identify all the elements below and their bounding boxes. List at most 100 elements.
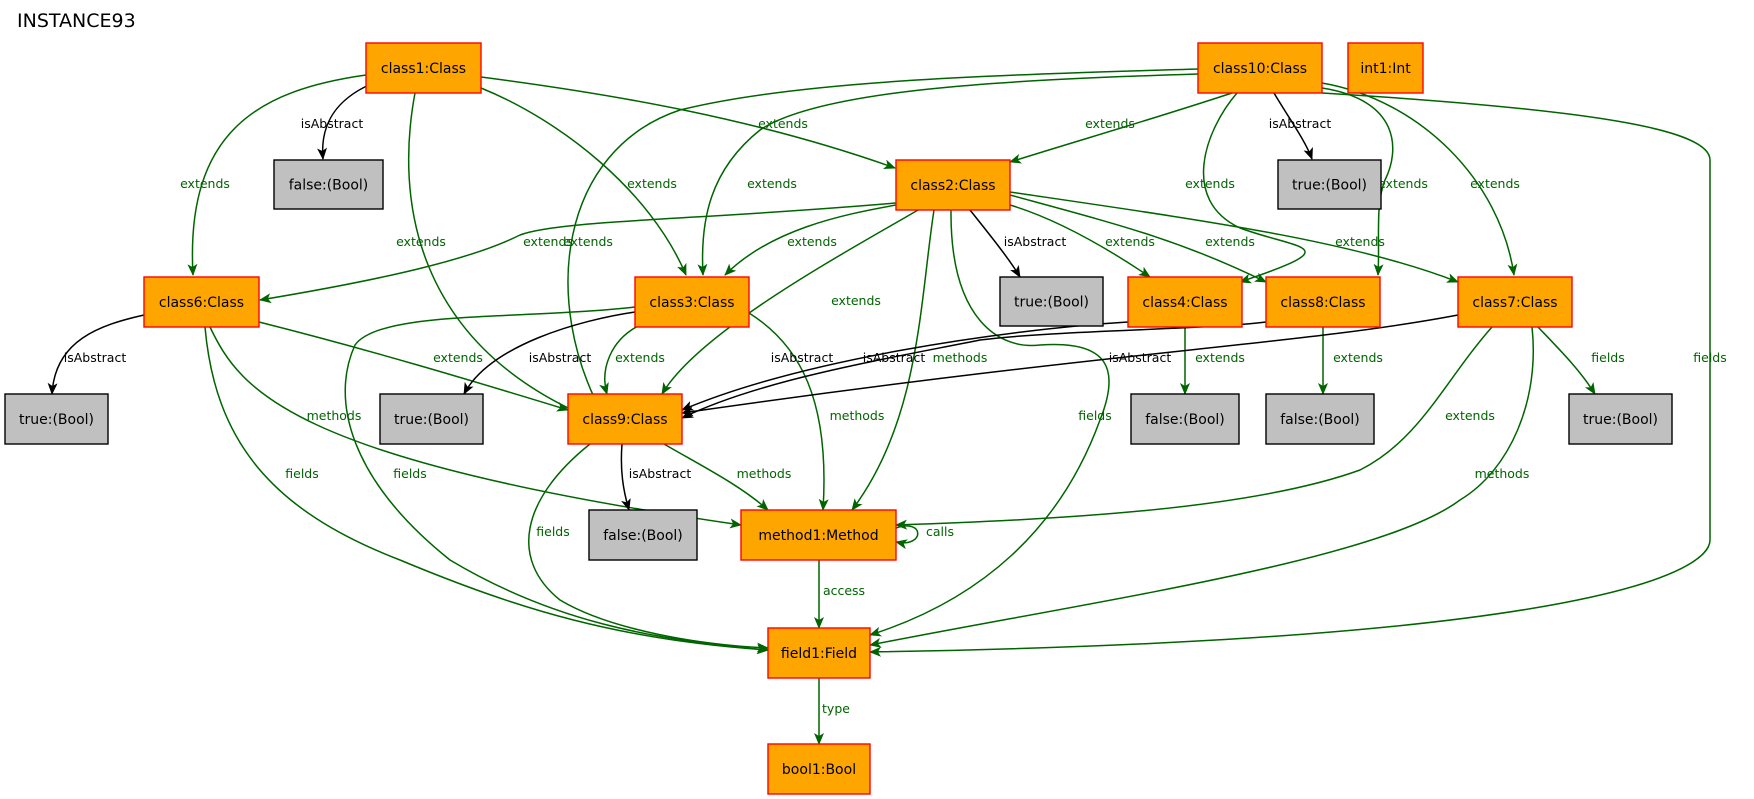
node-box bbox=[588, 509, 698, 561]
edge-line bbox=[748, 312, 829, 511]
edge-label: methods bbox=[933, 350, 988, 365]
node-box bbox=[1197, 42, 1323, 94]
node-box bbox=[999, 276, 1104, 327]
node-class4: class4:Class bbox=[1127, 276, 1243, 328]
edge-line bbox=[407, 92, 584, 416]
edge-field1-bool1: type bbox=[814, 678, 850, 745]
edge-label: access bbox=[823, 583, 865, 598]
node-box bbox=[634, 276, 750, 328]
edge-label: isAbstract bbox=[1004, 234, 1067, 249]
node-label: class1:Class bbox=[381, 61, 466, 77]
edge-class10-field1: fields bbox=[869, 92, 1727, 657]
edge-class9-false4: isAbstract bbox=[620, 443, 691, 511]
edge-label: isAbstract bbox=[863, 350, 926, 365]
edge-label: isAbstract bbox=[1109, 350, 1172, 365]
edge-layer: isAbstractextendsextendsextendsextendsex… bbox=[47, 68, 1727, 745]
edge-line bbox=[697, 73, 1199, 276]
edge-line bbox=[869, 326, 1534, 648]
edge-label: fields bbox=[536, 524, 569, 539]
node-box bbox=[1277, 159, 1382, 210]
edge-class1-class2: extends bbox=[480, 76, 896, 170]
edge-class10-class2: extends bbox=[1009, 92, 1233, 164]
edge-method1-method1: calls bbox=[895, 524, 954, 550]
node-class1: class1:Class bbox=[365, 42, 482, 94]
edge-class2-class9: extends bbox=[661, 209, 919, 395]
edge-label: extends bbox=[1185, 176, 1235, 191]
edge-line bbox=[1009, 204, 1151, 278]
node-label: field1:Field bbox=[781, 646, 857, 662]
edge-class10-class8: extends bbox=[1321, 87, 1428, 276]
node-true2: true:(Bool) bbox=[999, 276, 1104, 327]
node-int1: int1:Int bbox=[1347, 42, 1424, 94]
node-false3: false:(Bool) bbox=[1265, 393, 1375, 445]
node-label: false:(Bool) bbox=[1145, 412, 1225, 428]
edge-class10-true2: isAbstract bbox=[1269, 92, 1332, 160]
edge-line bbox=[1009, 92, 1233, 164]
node-label: class7:Class bbox=[1472, 295, 1557, 311]
edge-line bbox=[1537, 326, 1596, 395]
edge-label: extends bbox=[1445, 408, 1495, 423]
node-label: true:(Bool) bbox=[19, 412, 94, 428]
edge-label: calls bbox=[926, 524, 954, 539]
node-label: false:(Bool) bbox=[603, 528, 683, 544]
node-box bbox=[767, 627, 871, 679]
edge-label: extends bbox=[1205, 234, 1255, 249]
node-label: false:(Bool) bbox=[289, 178, 369, 194]
node-field1: field1:Field bbox=[767, 627, 871, 679]
edge-label: isAbstract bbox=[1269, 116, 1332, 131]
edge-class4-class9: extends bbox=[1180, 327, 1245, 395]
edge-label: extends bbox=[627, 176, 677, 191]
edge-class2-method1: methods bbox=[851, 209, 988, 511]
edge-line bbox=[204, 326, 769, 655]
edge-label: extends bbox=[396, 234, 446, 249]
node-box bbox=[365, 42, 482, 94]
node-box bbox=[740, 509, 897, 561]
edge-line bbox=[528, 443, 769, 653]
node-class6: class6:Class bbox=[143, 276, 260, 328]
node-label: true:(Bool) bbox=[394, 412, 469, 428]
edge-class2-field1: fields bbox=[869, 209, 1112, 637]
edge-class6-field1: fields bbox=[204, 326, 769, 655]
edge-label: extends bbox=[1105, 234, 1155, 249]
edge-line bbox=[681, 314, 1459, 417]
edge-class7-class9: extends bbox=[895, 326, 1495, 530]
node-box bbox=[767, 743, 871, 795]
edge-class3-class9: extends bbox=[599, 324, 665, 395]
node-box bbox=[1265, 276, 1381, 328]
node-box bbox=[567, 393, 683, 445]
edge-label: extends bbox=[747, 176, 797, 191]
edge-class1-false1: isAbstract bbox=[301, 83, 372, 160]
edge-class2-class8: extends bbox=[1009, 194, 1267, 283]
edge-line bbox=[567, 68, 1199, 416]
edge-class6-true3: isAbstract bbox=[47, 314, 145, 395]
node-label: true:(Bool) bbox=[1014, 295, 1089, 311]
edge-label: extends bbox=[433, 350, 483, 365]
edge-label: methods bbox=[307, 408, 362, 423]
node-box bbox=[379, 393, 484, 445]
node-box bbox=[1265, 393, 1375, 445]
edge-label: methods bbox=[737, 466, 792, 481]
edge-line bbox=[620, 443, 631, 511]
edge-label: fields bbox=[1693, 350, 1726, 365]
node-true1: true:(Bool) bbox=[1277, 159, 1382, 210]
edge-label: methods bbox=[1475, 466, 1530, 481]
node-false2: false:(Bool) bbox=[1130, 393, 1240, 445]
edge-class3-field1: fields bbox=[344, 306, 769, 655]
edge-class2-class7: extends bbox=[1009, 191, 1459, 283]
node-box bbox=[143, 276, 260, 328]
edge-line bbox=[259, 202, 897, 304]
edge-line bbox=[869, 92, 1711, 657]
edge-line bbox=[344, 306, 769, 655]
edge-line bbox=[1321, 87, 1394, 276]
node-label: class8:Class bbox=[1280, 295, 1365, 311]
edge-line bbox=[209, 326, 742, 529]
edge-class7-true5: isAbstract bbox=[681, 314, 1459, 417]
edge-line bbox=[895, 525, 919, 550]
edge-class6-class9: extends bbox=[258, 321, 569, 412]
edge-class1-class6: extends bbox=[180, 74, 367, 276]
node-class7: class7:Class bbox=[1457, 276, 1573, 328]
node-box bbox=[273, 159, 384, 210]
edge-line bbox=[895, 326, 1493, 530]
edge-class2-true1: isAbstract bbox=[969, 209, 1067, 278]
